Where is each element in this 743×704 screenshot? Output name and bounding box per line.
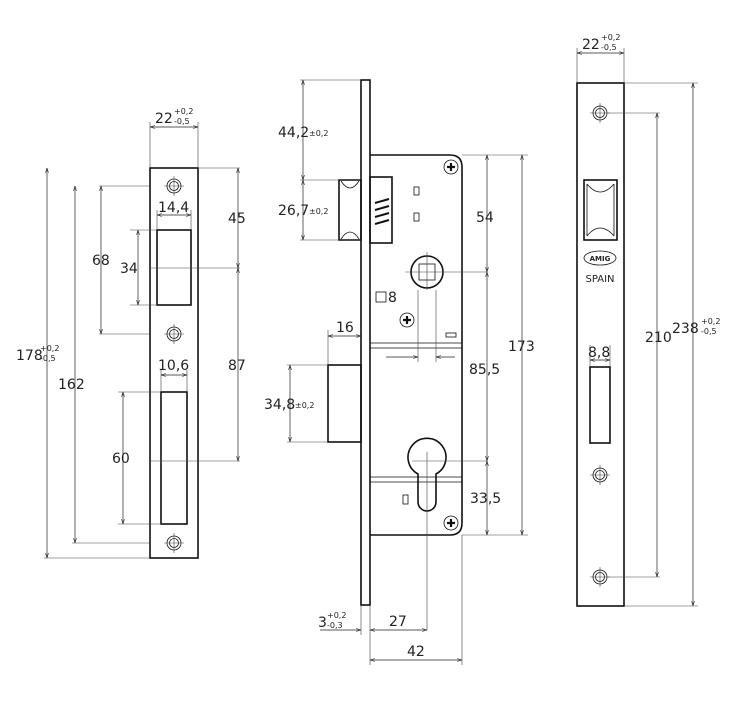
dim-height: 238 — [672, 321, 699, 337]
dim-bolt-projection: 16 — [336, 320, 354, 336]
latch-slot — [156, 229, 192, 306]
dim-hole-spacing-upper: 68 — [92, 253, 110, 269]
brand-logo: AMIG — [583, 250, 617, 266]
screw-hole-icon — [589, 102, 611, 124]
screw-icon — [398, 311, 416, 329]
faceplate-edge — [360, 79, 371, 606]
faceplate-outline — [576, 82, 625, 607]
dim-body-height: 173 — [508, 339, 535, 355]
follower — [405, 252, 487, 290]
dim-tol: -0,5 — [601, 43, 617, 52]
dim-tol: -0,3 — [327, 621, 343, 630]
dim-backset: 27 — [389, 614, 407, 630]
screw-icon — [442, 158, 460, 176]
dead-bolt — [327, 364, 362, 443]
dim-faceplate-to-latch: 44,2 — [278, 125, 309, 141]
latch-housing — [369, 176, 393, 244]
lock-body: 44,2 ±0,2 26,7 ±0,2 16 34,8 ±0,2 8 54 85… — [264, 79, 535, 665]
dim-tol: +0,2 — [327, 611, 346, 620]
dim-tol: +0,2 — [701, 317, 720, 326]
dim-follower-to-cylinder: 85,5 — [469, 362, 500, 378]
strike-plate: 22 +0,2 -0,5 14,4 10,6 45 87 68 34 60 16… — [16, 107, 246, 559]
dim-center-to-bottom: 87 — [228, 358, 246, 374]
dim-latch-height: 26,7 — [278, 203, 309, 219]
dim-width: 22 — [582, 37, 600, 53]
screw-hole-icon — [163, 175, 185, 197]
dim-body-depth: 42 — [407, 644, 425, 660]
logo-text: AMIG — [590, 255, 611, 263]
latch-slot — [583, 179, 618, 241]
dim-tol: +0,2 — [601, 33, 620, 42]
bolt-slot — [589, 366, 611, 444]
faceplate-front: AMIG SPAIN 22 +0,2 -0,5 8,8 210 238 +0,2… — [576, 33, 720, 607]
origin-label: SPAIN — [585, 274, 614, 285]
screw-hole-icon — [589, 566, 611, 588]
latch-bolt — [338, 179, 362, 241]
dim-slot-bottom-height: 60 — [112, 451, 130, 467]
dim-faceplate-thickness: 3 — [318, 615, 327, 631]
dim-tol: +0,2 — [174, 107, 193, 116]
dim-slot-top-width: 14,4 — [158, 200, 189, 216]
dim-tol: -0,5 — [174, 117, 190, 126]
dim-tol: ±0,2 — [309, 207, 328, 216]
screw-icon — [442, 514, 460, 532]
dim-bolt-slot-width: 8,8 — [588, 345, 610, 361]
dim-height: 178 — [16, 348, 43, 364]
screw-hole-icon — [163, 323, 185, 345]
dim-bolt-height: 34,8 — [264, 397, 295, 413]
dim-hole-spacing-total: 162 — [58, 377, 85, 393]
strike-plate-outline — [149, 167, 199, 559]
dim-follower-square: 8 — [388, 290, 397, 306]
cylinder-cutout — [407, 437, 447, 512]
dim-top-to-follower: 54 — [476, 210, 494, 226]
dim-tol: ±0,2 — [295, 401, 314, 410]
dim-hole-spacing: 210 — [645, 330, 672, 346]
square-icon — [375, 291, 387, 303]
dim-slot-bottom-width: 10,6 — [158, 358, 189, 374]
dim-tol: ±0,2 — [309, 129, 328, 138]
dim-slot-top-height: 34 — [120, 261, 138, 277]
spring-icon — [374, 198, 390, 225]
case-outline — [370, 154, 463, 536]
dim-top-to-center: 45 — [228, 211, 246, 227]
screw-hole-icon — [589, 464, 611, 486]
dim-tol: +0,2 — [40, 344, 59, 353]
bolt-slot — [160, 391, 188, 525]
screw-hole-icon — [163, 532, 185, 554]
dim-cylinder-to-bottom: 33,5 — [470, 491, 501, 507]
dim-tol: -0,5 — [701, 327, 717, 336]
dim-width: 22 — [155, 111, 173, 127]
dim-tol: -0,5 — [40, 354, 56, 363]
